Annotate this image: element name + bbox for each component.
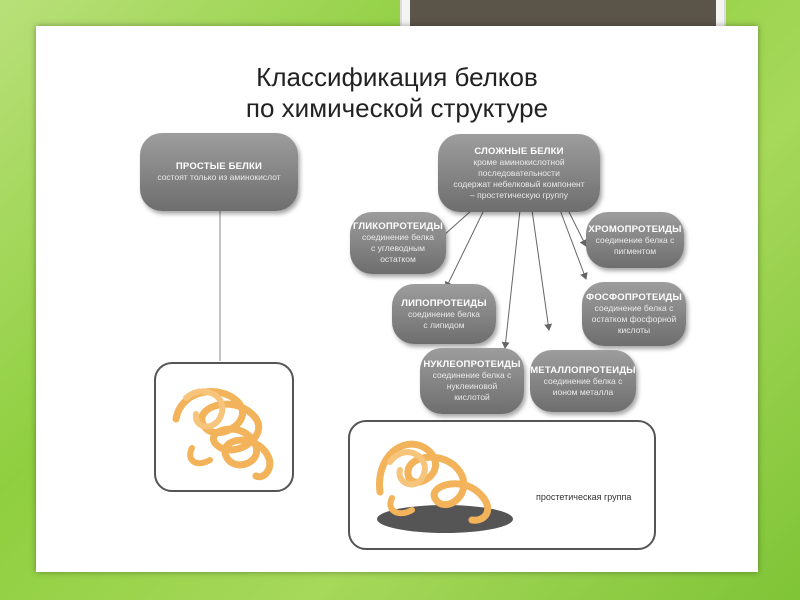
metalloproteins-desc: соединение белка с xyxy=(543,375,623,386)
slide: Классификация белков по химической струк… xyxy=(36,26,758,572)
chromoproteins-node: ХРОМОПРОТЕИДЫ соединение белка с пигмент… xyxy=(586,212,684,268)
phosphoproteins-desc: кислоты xyxy=(617,325,651,335)
metalloproteins-desc: ионом металла xyxy=(552,386,614,397)
chromoproteins-desc: пигментом xyxy=(613,245,657,256)
glycoproteins-desc: с углеводным xyxy=(370,243,426,253)
complex-desc-line: содержат небелковый компонент xyxy=(453,178,585,189)
nucleoproteins-desc: кислотой xyxy=(454,392,490,402)
glycoproteins-node: ГЛИКОПРОТЕИДЫ соединение белка с углевод… xyxy=(350,212,446,274)
nucleoproteins-desc: соединение белка с xyxy=(432,370,512,380)
simple-protein-illustration-box xyxy=(154,362,294,492)
protein-with-prosthetic-group-icon xyxy=(376,440,513,533)
complex-desc-line: последовательности xyxy=(478,167,560,178)
complex-desc-line: кроме аминокислотной xyxy=(473,156,565,167)
simple-proteins-desc: состоят только из аминокислот xyxy=(157,172,281,182)
metalloproteins-label: МЕТАЛЛОПРОТЕИДЫ xyxy=(530,364,636,376)
lipoproteins-desc: соединение белка xyxy=(407,308,481,319)
phosphoproteins-node: ФОСФОПРОТЕИДЫ соединение белка с остатко… xyxy=(582,282,686,346)
lipoproteins-node: ЛИПОПРОТЕИДЫ соединение белка с липидом xyxy=(392,284,496,344)
glycoproteins-label: ГЛИКОПРОТЕИДЫ xyxy=(353,221,443,232)
complex-desc-line: – простетическую группу xyxy=(470,189,568,200)
phosphoproteins-desc: остатком фосфорной xyxy=(591,314,677,324)
simple-proteins-node: ПРОСТЫЕ БЕЛКИ состоят только из аминокис… xyxy=(140,133,298,211)
complex-protein-illustration-box xyxy=(348,420,656,550)
nucleoproteins-desc: нуклеиновой xyxy=(446,381,498,391)
phosphoproteins-label: ФОСФОПРОТЕИДЫ xyxy=(586,292,682,303)
phosphoproteins-desc: соединение белка с xyxy=(594,303,674,313)
protein-chain-icon xyxy=(172,388,274,481)
nucleoproteins-label: НУКЛЕОПРОТЕИДЫ xyxy=(423,359,521,370)
chromoproteins-label: ХРОМОПРОТЕИДЫ xyxy=(588,223,682,235)
simple-proteins-label: ПРОСТЫЕ БЕЛКИ xyxy=(175,161,263,172)
glycoproteins-desc: соединение белка xyxy=(361,232,435,242)
metalloproteins-node: МЕТАЛЛОПРОТЕИДЫ соединение белка с ионом… xyxy=(530,350,636,412)
lipoproteins-label: ЛИПОПРОТЕИДЫ xyxy=(401,297,487,309)
chromoproteins-desc: соединение белка с xyxy=(595,234,675,245)
title-line-2: по химической структуре xyxy=(245,93,549,123)
title-line-1: Классификация белков xyxy=(256,62,538,92)
glycoproteins-desc: остатком xyxy=(380,254,416,264)
complex-proteins-node: СЛОЖНЫЕ БЕЛКИ кроме аминокислотной после… xyxy=(438,134,600,212)
prosthetic-group-label: простетическая группа xyxy=(536,492,632,502)
complex-proteins-label: СЛОЖНЫЕ БЕЛКИ xyxy=(474,145,564,157)
lipoproteins-desc: с липидом xyxy=(423,319,465,330)
nucleoproteins-node: НУКЛЕОПРОТЕИДЫ соединение белка с нуклеи… xyxy=(420,348,524,414)
